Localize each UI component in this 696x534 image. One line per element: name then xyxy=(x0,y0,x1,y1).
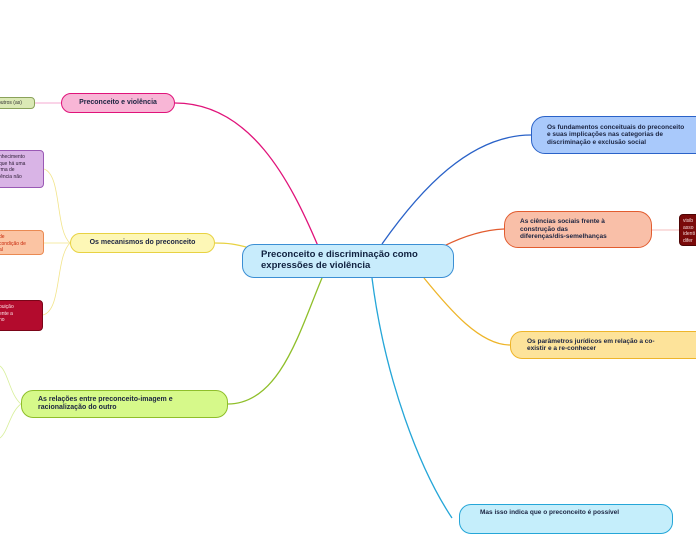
subtopic-atribuicao[interactable]: buição ente a no xyxy=(0,300,43,331)
edge-sub-green-2 xyxy=(0,403,22,439)
topic-fundamentos-conceituais[interactable]: Os fundamentos conceituais do preconceit… xyxy=(531,116,696,154)
subtopic-condicao[interactable]: de condição de al xyxy=(0,230,44,255)
edge-sub-green-1 xyxy=(0,365,22,405)
edge-parametros xyxy=(423,277,511,346)
subtopic-visibilidade[interactable]: visib asso identi difer xyxy=(679,214,696,246)
subtopic-outros[interactable]: outros (as) xyxy=(0,97,35,109)
connector-lines xyxy=(0,102,679,519)
edge-ciencias xyxy=(443,228,505,247)
topic-ciencias-sociais[interactable]: As ciências sociais frente à construção … xyxy=(504,211,652,248)
topic-relacoes-preconceito-imagem[interactable]: As relações entre preconceito-imagem e r… xyxy=(21,390,228,418)
edge-sub-red xyxy=(42,242,71,316)
edge-relacoes xyxy=(227,277,323,405)
edge-sub-purple xyxy=(43,168,71,244)
edge-mas-isso xyxy=(371,277,453,519)
edge-fundamentos xyxy=(381,134,532,245)
edge-preconceito-violencia xyxy=(174,102,319,247)
central-topic[interactable]: Preconceito e discriminação como express… xyxy=(242,244,454,278)
topic-preconceito-violencia[interactable]: Preconceito e violência xyxy=(61,93,175,113)
topic-parametros-juridicos[interactable]: Os parâmetros jurídicos em relação a co-… xyxy=(510,331,696,359)
subtopic-conhecimento[interactable]: nhecimento que há uma rma de lência não xyxy=(0,150,44,188)
topic-mecanismos-preconceito[interactable]: Os mecanismos do preconceito xyxy=(70,233,215,253)
topic-mas-isso-indica[interactable]: Mas isso indica que o preconceito é poss… xyxy=(459,504,673,534)
